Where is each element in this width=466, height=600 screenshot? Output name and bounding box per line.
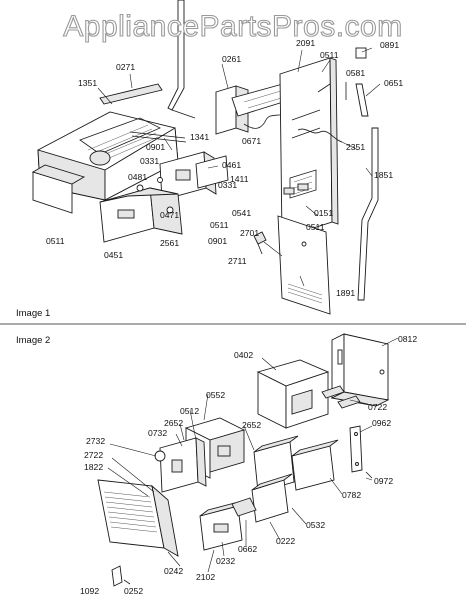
small-bracket-part — [349, 425, 363, 473]
part-label-0512: 0512 — [180, 406, 199, 416]
image-2-label: Image 2 — [16, 335, 50, 346]
part-label-0232: 0232 — [216, 556, 235, 566]
part-label-2732: 2732 — [86, 436, 105, 446]
part-label-1351: 1351 — [78, 78, 97, 88]
part-label-0261: 0261 — [222, 54, 241, 64]
part-label-0242: 0242 — [164, 566, 183, 576]
image-1-label: Image 1 — [16, 308, 50, 319]
part-label-0481: 0481 — [128, 172, 147, 182]
part-label-0471: 0471 — [160, 210, 179, 220]
part-label-0671: 0671 — [242, 136, 261, 146]
part-label-2652-a: 2652 — [164, 418, 183, 428]
cap-part — [355, 47, 367, 59]
part-label-1411: 1411 — [230, 174, 249, 184]
switch-bracket-part — [159, 437, 207, 493]
part-label-0662: 0662 — [238, 544, 257, 554]
part-label-2351: 2351 — [346, 142, 365, 152]
part-label-0151: 0151 — [314, 208, 333, 218]
image-1-panel: 1351 0271 1341 0261 2091 0511 0891 0581 … — [16, 0, 403, 319]
part-label-0552: 0552 — [206, 390, 225, 400]
control-bracket-part — [159, 151, 229, 201]
tube-part — [355, 83, 369, 117]
clip-part — [111, 565, 123, 587]
part-label-2102: 2102 — [196, 572, 215, 582]
part-label-1092: 1092 — [80, 586, 99, 596]
part-label-0331-b: 0331 — [218, 180, 237, 190]
part-label-0891: 0891 — [380, 40, 399, 50]
part-label-0331-a: 0331 — [140, 156, 159, 166]
part-label-2701: 2701 — [240, 228, 259, 238]
part-label-0651: 0651 — [384, 78, 403, 88]
part-label-2091: 2091 — [296, 38, 315, 48]
part-label-0461: 0461 — [222, 160, 241, 170]
part-label-0402: 0402 — [234, 350, 253, 360]
dispenser-housing-part — [256, 359, 330, 429]
part-label-0511-c: 0511 — [46, 236, 65, 246]
bracket-part — [99, 83, 163, 105]
part-label-0732: 0732 — [148, 428, 167, 438]
image-2-panel: Image 2 — [16, 333, 417, 596]
rod-part — [357, 127, 379, 301]
part-label-0511-a: 0511 — [320, 50, 339, 60]
part-label-2652-b: 2652 — [242, 420, 261, 430]
part-label-0581: 0581 — [346, 68, 365, 78]
ice-bucket-part — [31, 111, 179, 214]
part-label-1822: 1822 — [84, 462, 103, 472]
part-label-0901-a: 0901 — [146, 142, 165, 152]
part-label-1851: 1851 — [374, 170, 393, 180]
part-label-0532: 0532 — [306, 520, 325, 530]
mounting-bracket-part — [330, 333, 390, 407]
screw-part — [253, 231, 267, 245]
part-label-2561: 2561 — [160, 238, 179, 248]
part-label-0812: 0812 — [398, 334, 417, 344]
part-label-0782: 0782 — [342, 490, 361, 500]
part-label-0722: 0722 — [368, 402, 387, 412]
cover-panel-part — [277, 215, 331, 315]
part-label-0972: 0972 — [374, 476, 393, 486]
part-label-2722: 2722 — [84, 450, 103, 460]
part-label-0962: 0962 — [372, 418, 391, 428]
part-label-0541: 0541 — [232, 208, 251, 218]
part-label-0451: 0451 — [104, 250, 123, 260]
back-panel-part — [279, 57, 339, 239]
front-panel-part — [97, 479, 179, 557]
part-label-0511-d: 0511 — [306, 222, 325, 232]
part-label-0271: 0271 — [116, 62, 135, 72]
knob-part — [154, 450, 166, 462]
site-watermark: AppliancePartsPros.com — [63, 10, 402, 43]
chute-parts — [251, 435, 339, 523]
part-label-1891: 1891 — [336, 288, 355, 298]
part-label-0252: 0252 — [124, 586, 143, 596]
part-label-1341: 1341 — [190, 132, 209, 142]
housing-part — [99, 187, 183, 243]
part-label-0901-b: 0901 — [208, 236, 227, 246]
part-label-0222: 0222 — [276, 536, 295, 546]
part-label-0511-b: 0511 — [210, 220, 229, 230]
part-label-2711: 2711 — [228, 256, 247, 266]
